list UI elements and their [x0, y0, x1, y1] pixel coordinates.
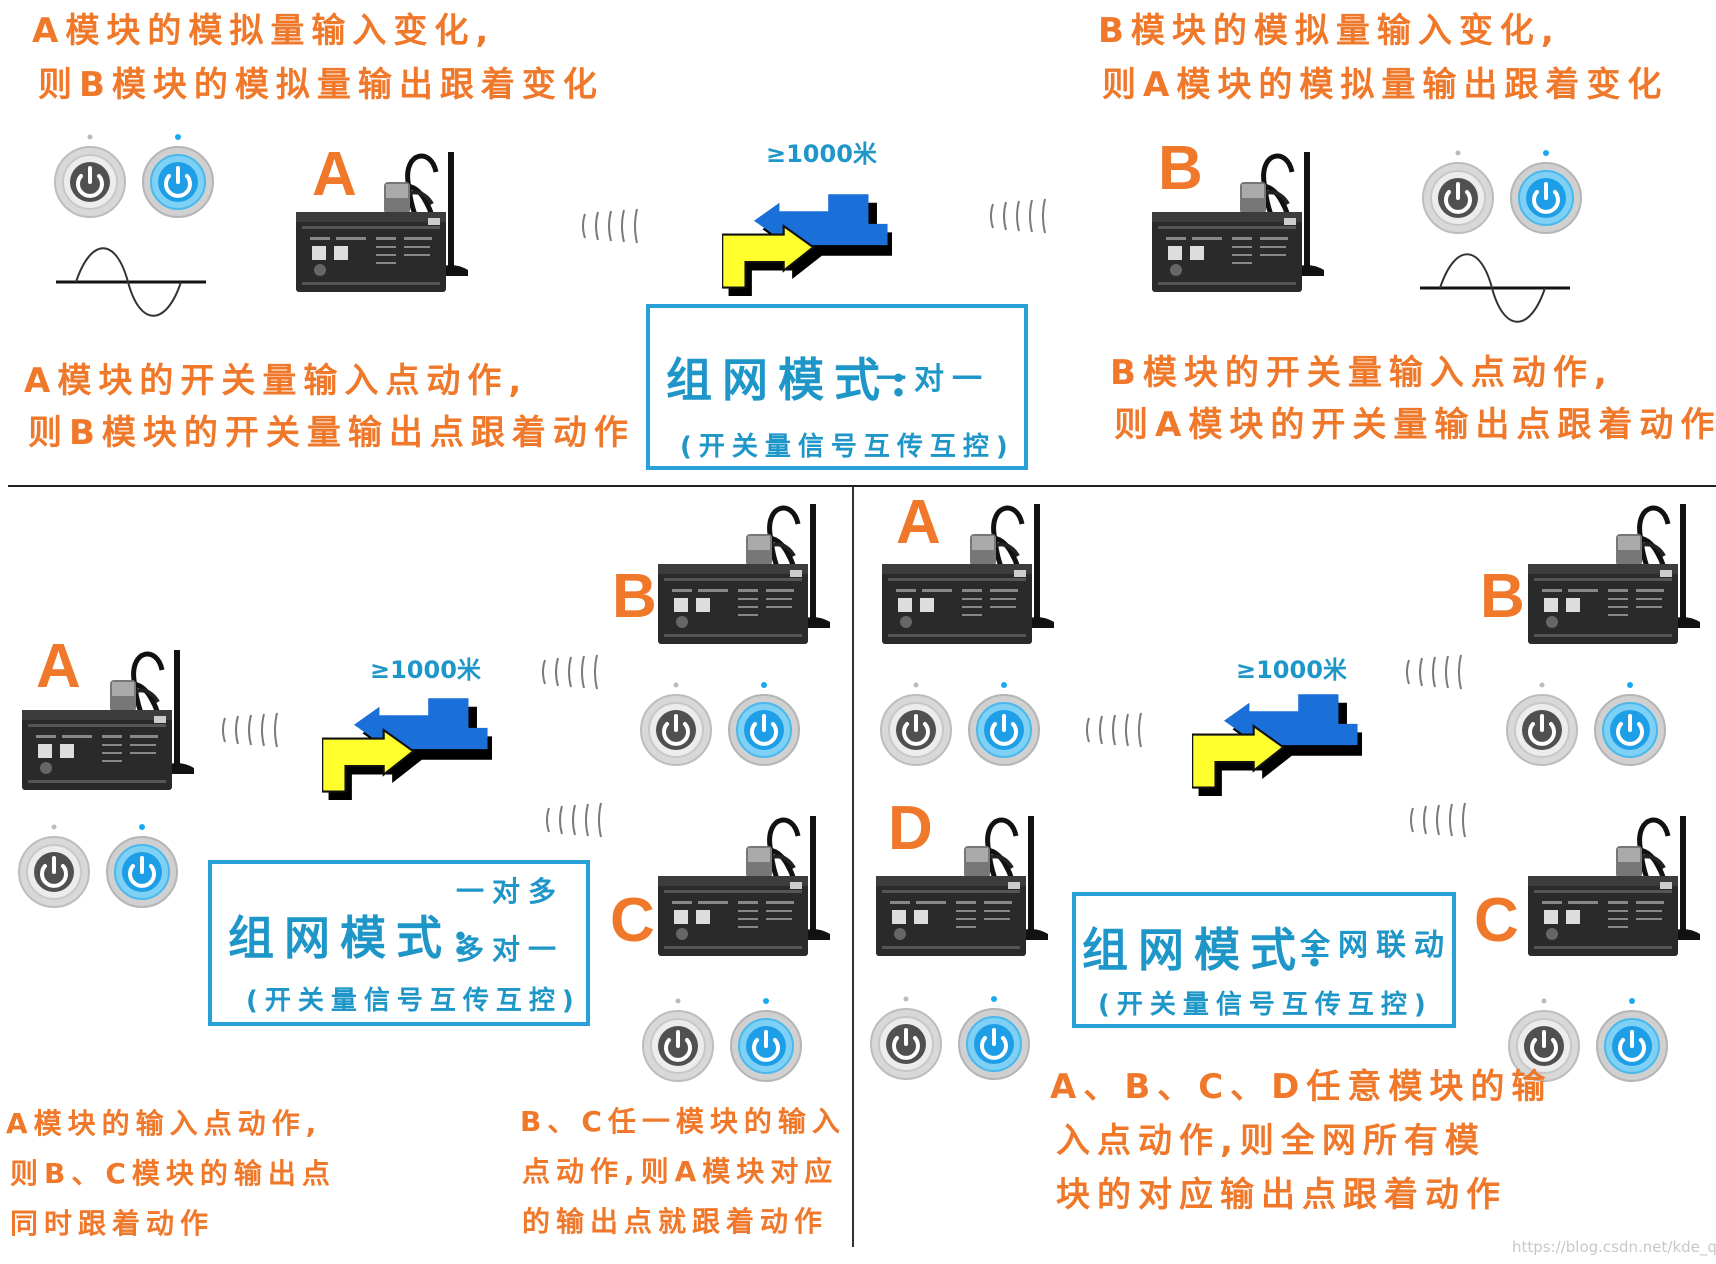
br-distance-label: ≥1000米 — [1236, 656, 1347, 684]
top-exchange-arrows-icon — [722, 190, 892, 296]
bl-a-power-button-blue-icon[interactable] — [102, 822, 182, 912]
watermark: https://blog.csdn.net/kde_qt — [1512, 1238, 1716, 1256]
br-mode-box: 组网模式: 全网联动 (开关量信号互传互控) — [1072, 892, 1456, 1028]
top-a-power-button-blue-icon[interactable] — [138, 132, 218, 222]
bl-device-c-icon — [658, 806, 838, 956]
top-left-signal-waves-icon — [580, 206, 650, 246]
bl-b-power-button-blue-icon[interactable] — [724, 680, 804, 770]
br-letter-a: A — [896, 488, 941, 557]
top-b-sine-wave-icon — [1420, 248, 1570, 328]
bl-a-power-button-gray-icon[interactable] — [14, 822, 94, 912]
bl-lower-signal-waves-icon — [544, 800, 614, 840]
bl-b-power-button-gray-icon[interactable] — [636, 680, 716, 770]
top-left-analog-caption-1: A模块的模拟量输入变化, — [32, 11, 496, 51]
top-b-power-button-gray-icon[interactable] — [1418, 148, 1498, 238]
br-left-signal-waves-icon — [1084, 710, 1154, 750]
top-mode-box: 组网模式: 一对一 (开关量信号互传互控) — [646, 304, 1028, 470]
bl-letter-a: A — [36, 632, 81, 701]
br-device-a-icon — [882, 494, 1062, 644]
bl-c-power-button-blue-icon[interactable] — [726, 996, 806, 1086]
br-letter-c: C — [1474, 886, 1519, 955]
br-device-d-icon — [876, 806, 1056, 956]
br-b-power-button-gray-icon[interactable] — [1502, 680, 1582, 770]
br-b-power-button-blue-icon[interactable] — [1590, 680, 1670, 770]
br-caption-1: A、B、C、D任意模块的输 — [1050, 1067, 1553, 1107]
br-mode-value: 全网联动 — [1300, 928, 1452, 963]
br-a-power-button-gray-icon[interactable] — [876, 680, 956, 770]
top-letter-a: A — [312, 140, 357, 209]
top-right-switch-caption-2: 则A模块的开关量输出点跟着动作 — [1114, 405, 1716, 445]
top-right-analog-caption-1: B模块的模拟量输入变化, — [1098, 11, 1561, 51]
br-caption-2: 入点动作,则全网所有模 — [1056, 1121, 1486, 1161]
bl-caption-right-3: 的输出点就跟着动作 — [522, 1205, 829, 1238]
top-a-power-button-gray-icon[interactable] — [50, 132, 130, 222]
br-device-b-icon — [1528, 494, 1708, 644]
top-right-analog-caption-2: 则A模块的模拟量输出跟着变化 — [1102, 65, 1669, 105]
vertical-divider — [852, 487, 854, 1247]
top-device-b-icon — [1152, 142, 1332, 292]
bl-device-a-icon — [22, 640, 202, 790]
br-mode-sub: (开关量信号互传互控) — [1098, 990, 1433, 1020]
bl-mode-value-1: 一对多 — [456, 875, 565, 908]
top-mode-label: 组网模式: — [666, 353, 917, 407]
bl-caption-left-3: 同时跟着动作 — [10, 1207, 215, 1240]
top-right-signal-waves-icon — [988, 196, 1058, 236]
br-mode-label: 组网模式: — [1082, 923, 1333, 977]
bl-caption-right-1: B、C任一模块的输入 — [520, 1105, 846, 1138]
bl-caption-left-1: A模块的输入点动作, — [6, 1107, 323, 1140]
top-mode-sub: (开关量信号互传互控) — [680, 432, 1015, 462]
bl-mode-label: 组网模式: — [228, 911, 479, 965]
br-caption-3: 块的对应输出点跟着动作 — [1056, 1175, 1507, 1215]
top-letter-b: B — [1158, 134, 1203, 203]
bl-letter-b: B — [612, 562, 657, 631]
bl-mode-box: 组网模式: 一对多 多对一 (开关量信号互传互控) — [208, 860, 590, 1026]
horizontal-divider — [8, 485, 1716, 487]
br-device-c-icon — [1528, 806, 1708, 956]
top-device-a-icon — [296, 142, 476, 292]
br-exchange-arrows-icon — [1192, 690, 1362, 796]
br-letter-d: D — [888, 794, 933, 863]
top-right-switch-caption-1: B模块的开关量输入点动作, — [1110, 353, 1614, 393]
top-a-sine-wave-icon — [56, 242, 206, 322]
bl-caption-left-2: 则B、C模块的输出点 — [10, 1157, 336, 1190]
bl-device-b-icon — [658, 494, 838, 644]
br-upper-signal-waves-icon — [1404, 652, 1474, 692]
bl-mode-sub: (开关量信号互传互控) — [246, 986, 581, 1016]
bl-caption-right-2: 点动作,则A模块对应 — [522, 1155, 839, 1188]
bl-c-power-button-gray-icon[interactable] — [638, 996, 718, 1086]
top-b-power-button-blue-icon[interactable] — [1506, 148, 1586, 238]
br-lower-signal-waves-icon — [1408, 800, 1478, 840]
bl-left-signal-waves-icon — [220, 710, 290, 750]
br-c-power-button-blue-icon[interactable] — [1592, 996, 1672, 1086]
br-d-power-button-blue-icon[interactable] — [954, 994, 1034, 1084]
top-mode-value: 一对一 — [876, 362, 990, 397]
br-a-power-button-blue-icon[interactable] — [964, 680, 1044, 770]
bl-letter-c: C — [610, 886, 655, 955]
bl-mode-value-2: 多对一 — [456, 933, 565, 966]
top-left-switch-caption-1: A模块的开关量输入点动作, — [24, 361, 529, 401]
top-distance-label: ≥1000米 — [766, 140, 877, 168]
top-left-analog-caption-2: 则B模块的模拟量输出跟着变化 — [38, 65, 604, 105]
bl-upper-signal-waves-icon — [540, 652, 610, 692]
top-left-switch-caption-2: 则B模块的开关量输出点跟着动作 — [28, 413, 635, 453]
br-letter-b: B — [1480, 562, 1525, 631]
bl-distance-label: ≥1000米 — [370, 656, 481, 684]
bl-exchange-arrows-icon — [322, 694, 492, 800]
br-d-power-button-gray-icon[interactable] — [866, 994, 946, 1084]
